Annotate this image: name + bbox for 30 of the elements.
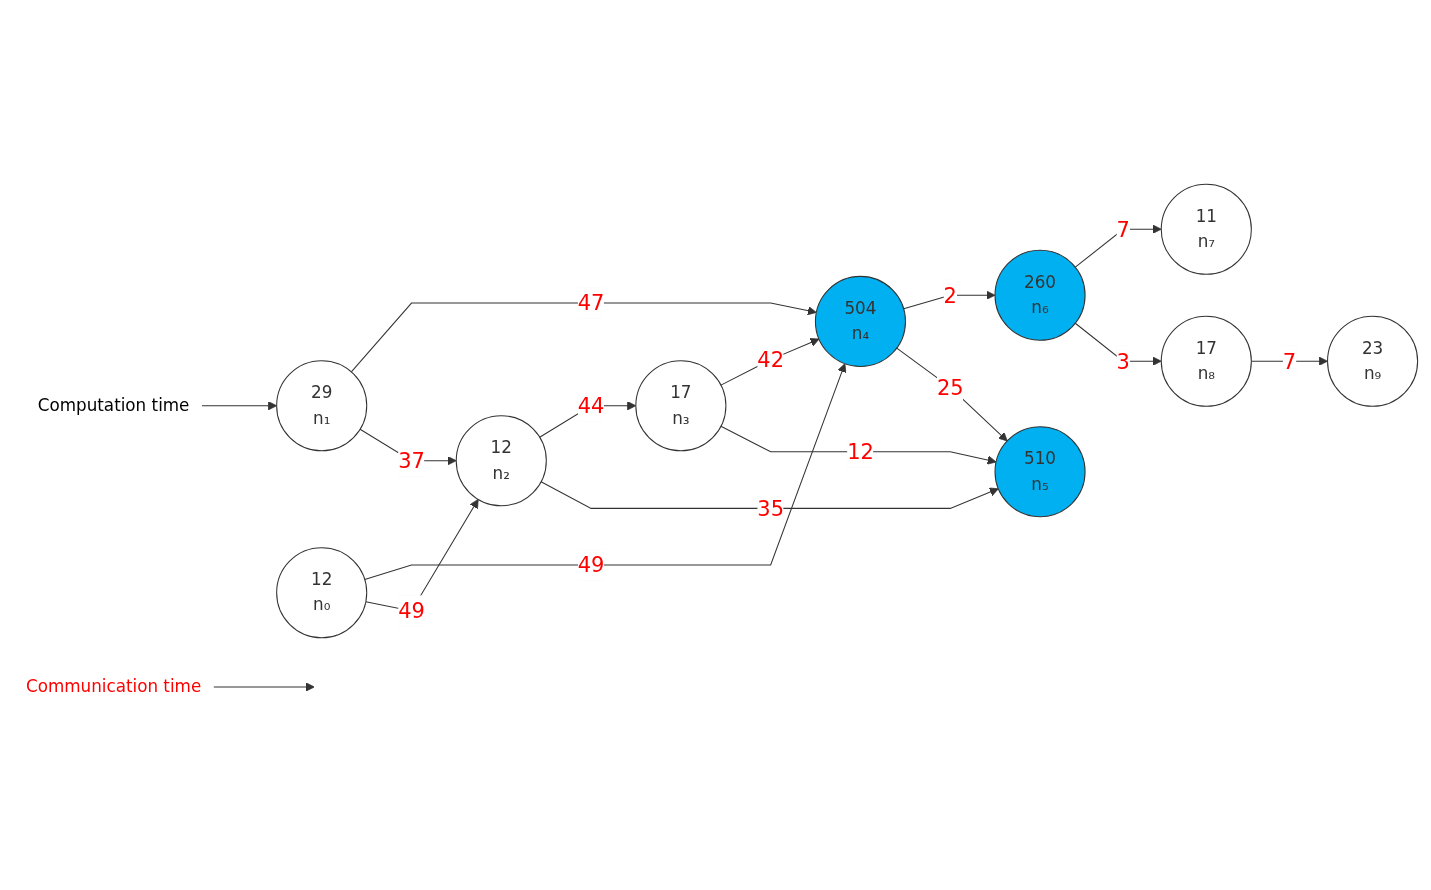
edge-label: 42 xyxy=(757,347,784,373)
edge-label: 47 xyxy=(577,290,605,316)
annotation-text: Computation time xyxy=(37,395,190,416)
task-node-circle: 504 n₄ xyxy=(814,275,907,367)
edge-label: 25 xyxy=(936,374,964,400)
edge-label: 44 xyxy=(577,393,605,419)
task-node-circle: 17 n₃ xyxy=(635,360,727,452)
edge-label: 7 xyxy=(1282,348,1297,374)
task-node-circle: 11 n₇ xyxy=(1160,183,1252,275)
task-node-circle: 12 n₀ xyxy=(276,547,368,639)
task-node-circle: 17 n₈ xyxy=(1160,315,1252,407)
task-node-circle: 510 n₅ xyxy=(994,426,1086,518)
edge-label: 3 xyxy=(1116,348,1130,374)
annotation-text: Communication time xyxy=(25,676,202,697)
edge-label: 12 xyxy=(847,439,874,465)
task-node-circle: 260 n₆ xyxy=(994,249,1086,341)
task-node-circle: 23 n₉ xyxy=(1327,315,1419,407)
task-node-circle: 29 n₁ xyxy=(276,360,368,452)
edge-label: 49 xyxy=(577,552,605,578)
arrow xyxy=(540,481,999,509)
arrow xyxy=(720,425,997,465)
task-node-circle: 12 n₂ xyxy=(455,415,547,507)
edge-label: 2 xyxy=(943,282,957,308)
arrow xyxy=(364,363,847,580)
edge-label: 49 xyxy=(398,598,425,624)
arrow xyxy=(350,302,817,373)
edge-label: 7 xyxy=(1116,216,1130,242)
arrow xyxy=(213,682,315,692)
edge-label: 35 xyxy=(757,495,784,521)
edge-label: 37 xyxy=(398,448,425,474)
